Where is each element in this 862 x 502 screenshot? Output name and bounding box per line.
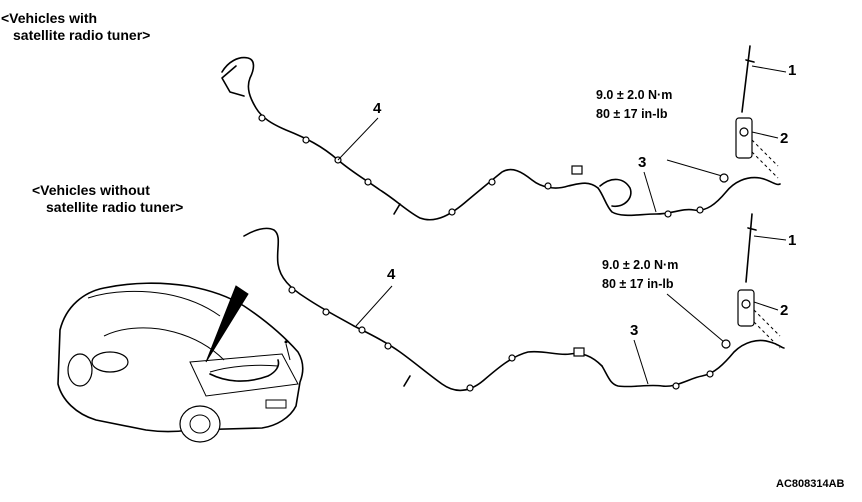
callout-3-bottom: 3 — [630, 322, 639, 339]
callout-3-top: 3 — [638, 154, 647, 171]
callout-2-bottom: 2 — [780, 302, 789, 319]
torque-value-nm: 9.0 ± 2.0 N·m — [596, 88, 673, 102]
callout-4-top: 4 — [373, 100, 382, 117]
callout-2-top: 2 — [780, 130, 789, 147]
vehicle-location-illustration — [57, 282, 304, 443]
bottom-harness-4 — [243, 227, 603, 392]
top-harness-4 — [221, 56, 599, 221]
variant-label-line: satellite radio tuner> — [13, 27, 151, 43]
callout-1-bottom: 1 — [788, 232, 797, 249]
callout-4-bottom: 4 — [387, 266, 396, 283]
torque-value-inlb: 80 ± 17 in-lb — [602, 277, 674, 291]
torque-value-inlb: 80 ± 17 in-lb — [596, 107, 668, 121]
torque-value-nm: 9.0 ± 2.0 N·m — [602, 258, 679, 272]
bottom-antenna-1-2 — [737, 213, 787, 349]
variant-label-line: satellite radio tuner> — [46, 199, 184, 215]
figure-code: AC808314AB — [776, 478, 845, 490]
top-antenna-1-2 — [735, 45, 787, 179]
bottom-cable-3 — [601, 293, 785, 390]
torque-spec-bottom: 9.0 ± 2.0 N·m 80 ± 17 in-lb — [602, 256, 678, 294]
torque-spec-top: 9.0 ± 2.0 N·m 80 ± 17 in-lb — [596, 86, 672, 124]
variant-label-line: <Vehicles with — [1, 10, 98, 26]
top-cable-3 — [597, 159, 781, 218]
variant-label-with-tuner: <Vehicles with satellite radio tuner> — [1, 10, 150, 44]
callout-1-top: 1 — [788, 62, 797, 79]
variant-label-line: <Vehicles without — [32, 182, 150, 198]
variant-label-without-tuner: <Vehicles without satellite radio tuner> — [32, 182, 183, 216]
